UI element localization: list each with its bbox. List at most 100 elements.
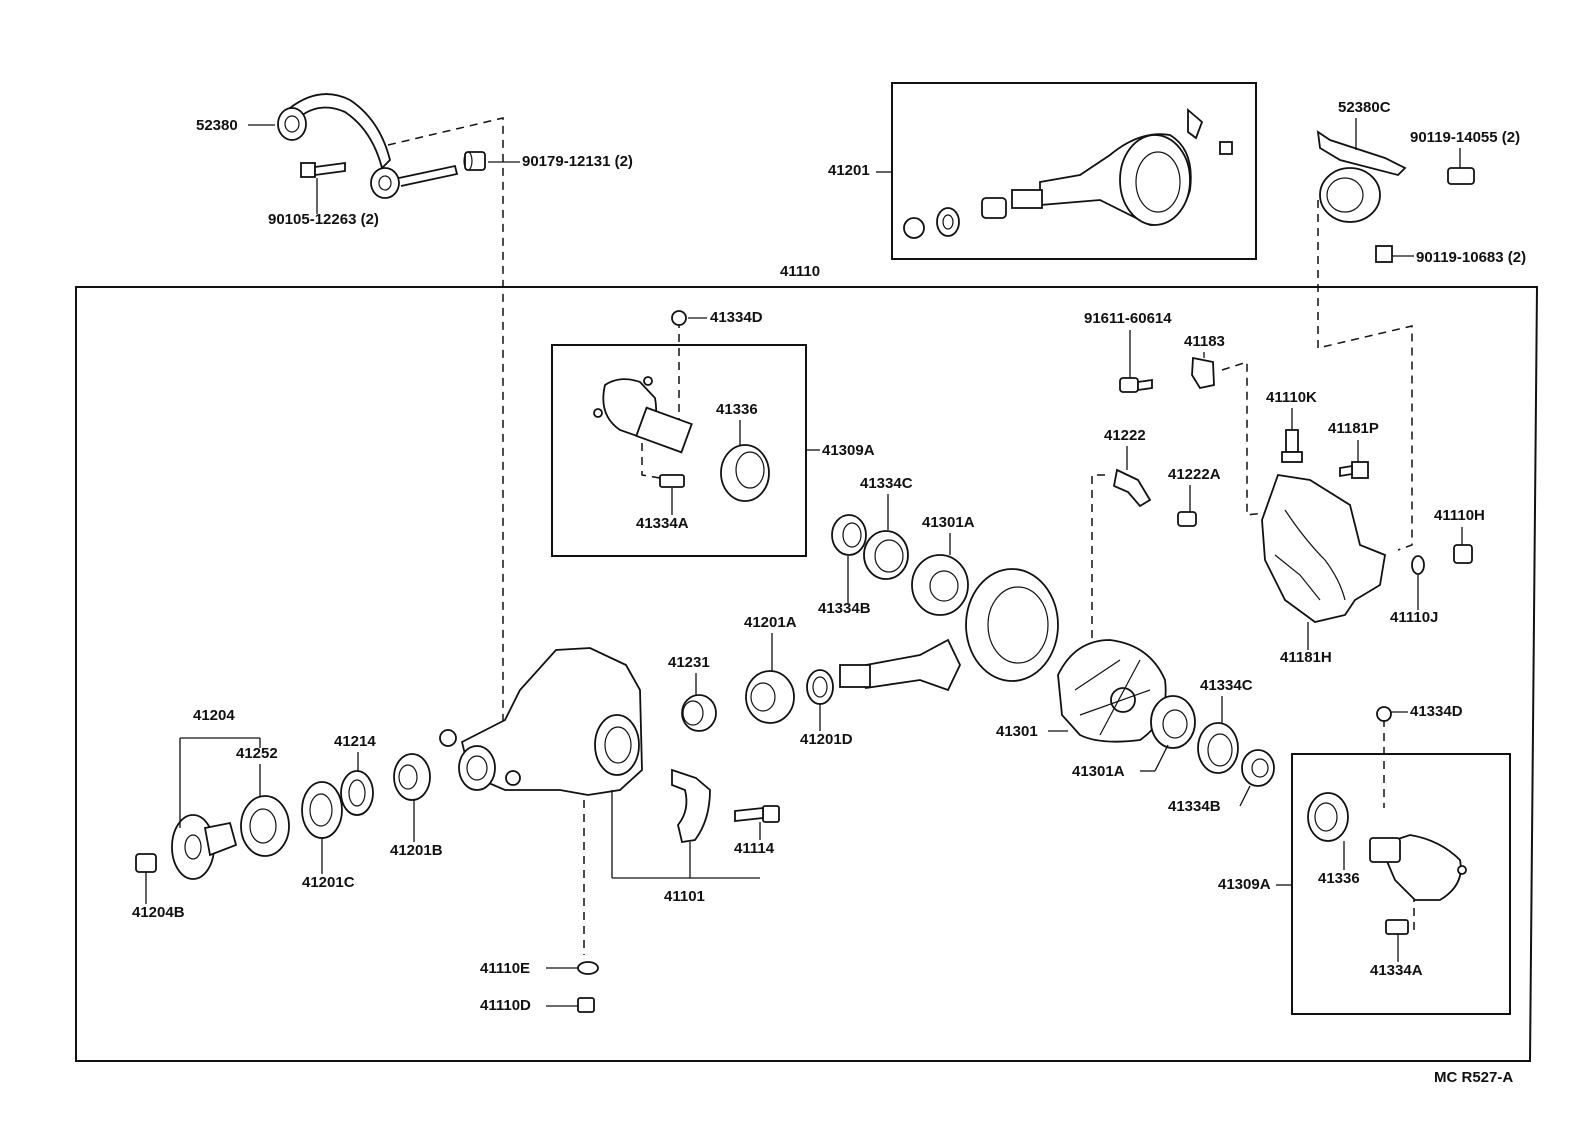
bolt-41334A-bottom (1385, 919, 1409, 935)
label-41252: 41252 (236, 745, 278, 762)
leader-lines (145, 118, 1463, 1007)
bearing-41301A-right (1150, 695, 1196, 749)
label-41110e: 41110E (480, 960, 530, 977)
label-41334a-top: 41334A (636, 515, 689, 532)
snap-ring-41334D-bottom (1376, 706, 1392, 722)
label-41301: 41301 (996, 723, 1038, 740)
label-41110: 41110 (780, 263, 820, 280)
label-41201d: 41201D (800, 731, 853, 748)
washer-41201D (806, 669, 834, 705)
label-41334d-bot: 41334D (1410, 703, 1463, 720)
box-41201 (891, 82, 1257, 260)
drive-pinion (839, 638, 961, 692)
oil-seal-41336-top (720, 444, 770, 502)
side-gear-shaft-41309A-top (593, 376, 693, 454)
label-41336-bot: 41336 (1318, 870, 1360, 887)
oil-seal-41336-bottom (1307, 792, 1349, 842)
bolt-41334A-top (659, 474, 685, 488)
label-91611-60614: 91611-60614 (1084, 310, 1172, 327)
label-90179-12131: 90179-12131 (2) (522, 153, 633, 170)
label-41204b: 41204B (132, 904, 185, 921)
label-41222a: 41222A (1168, 466, 1221, 483)
label-41334c-b: 41334C (1200, 677, 1253, 694)
label-41201a: 41201A (744, 614, 797, 631)
lock-41222 (1112, 468, 1152, 508)
bolt-90119-14055 (1447, 167, 1475, 185)
washer-41201C (301, 781, 343, 839)
breather-plug-41110K (1281, 429, 1303, 463)
side-gear-shaft-41309A-bottom (1369, 834, 1467, 901)
label-41201b: 41201B (390, 842, 443, 859)
washer-41334C-right (1197, 722, 1239, 774)
label-41222: 41222 (1104, 427, 1146, 444)
bearing-cap-41101 (671, 768, 711, 844)
bearing-41301A-center (911, 554, 969, 616)
ring-gear-pinion-41201 (903, 108, 1233, 239)
label-41201: 41201 (828, 162, 870, 179)
label-90119-10683: 90119-10683 (2) (1416, 249, 1526, 266)
bolt-41181P (1339, 461, 1369, 479)
oil-seal-41252 (240, 795, 290, 857)
frames (75, 82, 1539, 1062)
label-41231: 41231 (668, 654, 710, 671)
spacer-41231 (681, 694, 717, 732)
box-41309A-bottom (1291, 753, 1511, 1015)
label-41309a-top: 41309A (822, 442, 875, 459)
label-41181p: 41181P (1328, 420, 1379, 437)
label-41114: 41114 (734, 840, 775, 857)
support-cushion-52380 (277, 93, 459, 199)
label-41336-top: 41336 (716, 401, 758, 418)
label-41110j: 41110J (1390, 609, 1438, 626)
support-bracket-52380C (1316, 130, 1407, 223)
cover-41181H (1261, 473, 1387, 623)
label-41101: 41101 (664, 888, 705, 905)
plate-41183 (1191, 356, 1215, 390)
collapsible-spacer-41214 (340, 770, 374, 816)
bearing-41201B (393, 753, 431, 801)
shim-41334B-center (831, 514, 867, 556)
nut-41204B (135, 853, 157, 873)
plug-41110H (1453, 544, 1473, 564)
label-41181h: 41181H (1280, 649, 1332, 666)
label-41334b-b: 41334B (1168, 798, 1221, 815)
carrier-housing (439, 647, 643, 796)
label-90105-12263: 90105-12263 (2) (268, 211, 379, 228)
label-41334d-top: 41334D (710, 309, 763, 326)
gasket-41110J (1411, 555, 1425, 575)
leader-line (1239, 785, 1251, 807)
leader-line (1154, 744, 1169, 772)
label-41301a-b: 41301A (1072, 763, 1125, 780)
label-41309a-bot: 41309A (1218, 876, 1271, 893)
assembly-41110-frame (75, 286, 1539, 1062)
gasket-41110E (577, 961, 599, 975)
label-41334c-a: 41334C (860, 475, 913, 492)
label-41334b-a: 41334B (818, 600, 871, 617)
label-41110d: 41110D (480, 997, 531, 1014)
bearing-41201A (745, 670, 795, 724)
parts (135, 93, 1475, 1013)
washer-41334C-center (863, 530, 909, 580)
label-41334a-bot: 41334A (1370, 962, 1423, 979)
snap-ring-41334D-top (671, 310, 687, 326)
differential-case-41301 (1057, 639, 1167, 743)
dashed-alignment-lines (387, 117, 1415, 955)
drawing-code: MC R527-A (1434, 1069, 1513, 1086)
label-41183: 41183 (1184, 333, 1225, 350)
label-90119-14055: 90119-14055 (2) (1410, 129, 1520, 146)
bolt-91611-60614 (1119, 377, 1153, 393)
bolt-41222A (1177, 511, 1197, 527)
label-41301a-a: 41301A (922, 514, 975, 531)
label-41110h: 41110H (1434, 507, 1485, 524)
label-52380: 52380 (196, 117, 238, 134)
bolt-90119-10683 (1375, 245, 1393, 263)
part-number-labels: 52380 90105-12263 (2) 90179-12131 (2) 41201… (132, 99, 1526, 1014)
label-41214: 41214 (334, 733, 376, 750)
ring-gear (965, 568, 1059, 682)
bolt-41114 (734, 805, 780, 823)
nut-90179-12131 (463, 151, 486, 171)
label-41201c: 41201C (302, 874, 355, 891)
label-41204: 41204 (193, 707, 235, 724)
shim-41334B-right (1241, 749, 1275, 787)
companion-flange-41204 (171, 814, 238, 880)
